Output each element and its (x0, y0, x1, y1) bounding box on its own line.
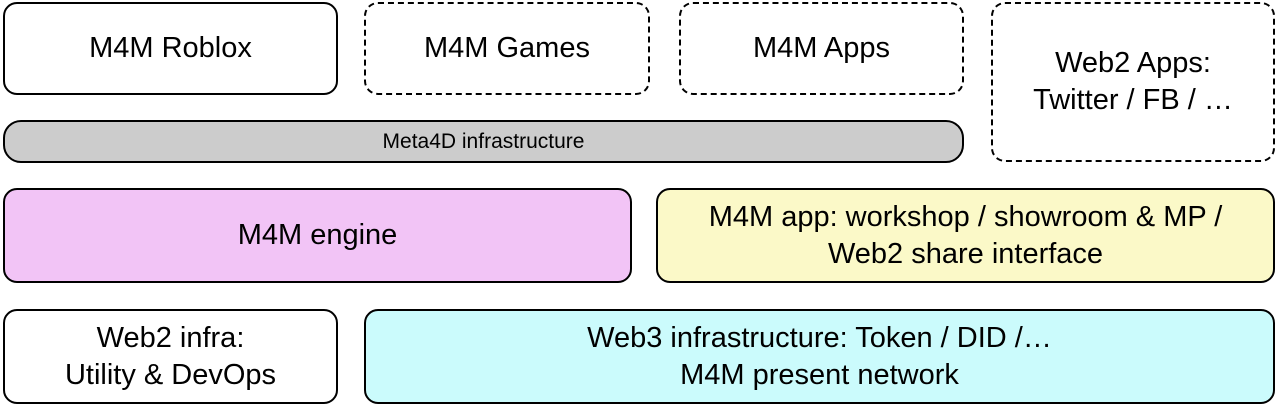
m4m-games-label: M4M Games (424, 32, 590, 64)
m4m-roblox-label: M4M Roblox (89, 32, 252, 64)
meta4d-infrastructure-label: Meta4D infrastructure (382, 130, 585, 153)
m4m-engine-label: M4M engine (237, 219, 398, 251)
web2-infra-box: Web2 infra: Utility & DevOps (3, 309, 338, 404)
meta4d-infrastructure-bar: Meta4D infrastructure (3, 120, 964, 163)
m4m-games-box: M4M Games (364, 2, 650, 95)
web2-apps-box: Web2 Apps: Twitter / FB / … (991, 2, 1275, 162)
m4m-app-box: M4M app: workshop / showroom & MP / Web2… (656, 188, 1275, 283)
m4m-app-label-line-1: M4M app: workshop / showroom & MP / (708, 200, 1223, 233)
m4m-app-label-line-2: Web2 share interface (827, 237, 1104, 270)
web3-infrastructure-label-line-2: M4M present network (680, 358, 959, 391)
m4m-engine-box: M4M engine (3, 188, 632, 283)
m4m-roblox-box: M4M Roblox (3, 2, 338, 95)
web2-infra-label-line-1: Web2 infra: (96, 321, 245, 354)
web2-apps-label-line-2: Twitter / FB / … (1033, 84, 1233, 116)
web3-infrastructure-box: Web3 infrastructure: Token / DID /… M4M … (364, 309, 1275, 404)
web2-infra-label-line-2: Utility & DevOps (64, 358, 277, 391)
m4m-apps-box: M4M Apps (679, 2, 964, 95)
m4m-apps-label: M4M Apps (753, 32, 890, 64)
web2-apps-label-line-1: Web2 Apps: (1055, 47, 1211, 79)
web3-infrastructure-label-line-1: Web3 infrastructure: Token / DID /… (587, 321, 1052, 354)
